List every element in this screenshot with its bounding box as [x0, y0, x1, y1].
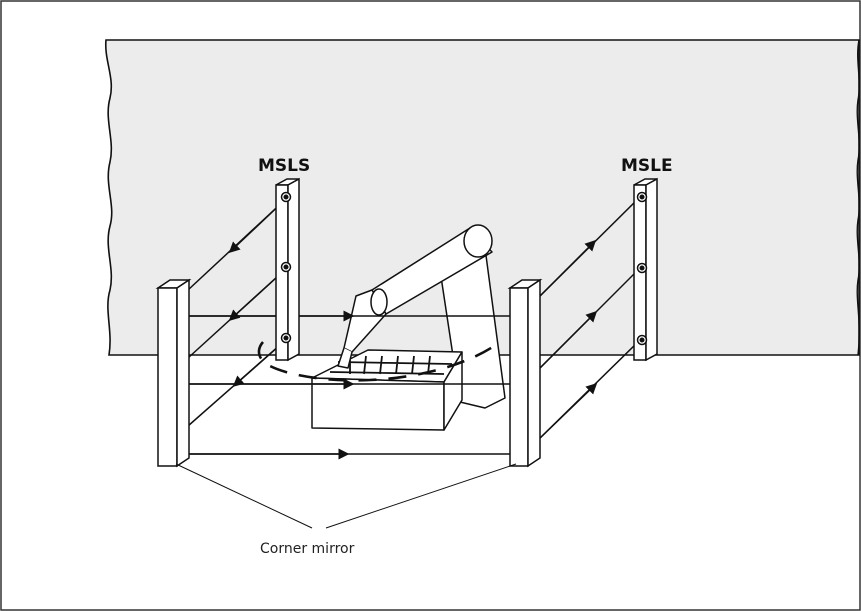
robot-cell — [257, 224, 506, 431]
emitter-column — [633, 177, 658, 362]
left-corner-mirror — [155, 278, 192, 468]
receiver-column — [275, 177, 300, 362]
mirror-callout-right — [325, 463, 517, 529]
workpiece-table-front — [311, 377, 445, 431]
workpiece-grid — [329, 355, 453, 375]
beam-3-arrow — [537, 382, 598, 441]
robot-elbow-joint — [370, 288, 388, 316]
mirror-callout-left — [175, 463, 313, 529]
beam-1-arrow — [537, 239, 597, 299]
receiver-label: MSLS — [258, 156, 310, 176]
emitter-label: MSLE — [621, 156, 673, 176]
robot-reach-boundary — [257, 340, 501, 382]
robot-tool — [337, 347, 353, 369]
right-corner-mirror — [507, 278, 543, 468]
corner-mirror-label: Corner mirror — [260, 541, 355, 557]
light-beams — [187, 196, 641, 460]
wall-right-edge — [856, 39, 860, 356]
robot-shoulder-joint — [463, 224, 493, 258]
beam-2-arrow — [537, 310, 598, 371]
workpiece-table-side — [443, 351, 463, 431]
